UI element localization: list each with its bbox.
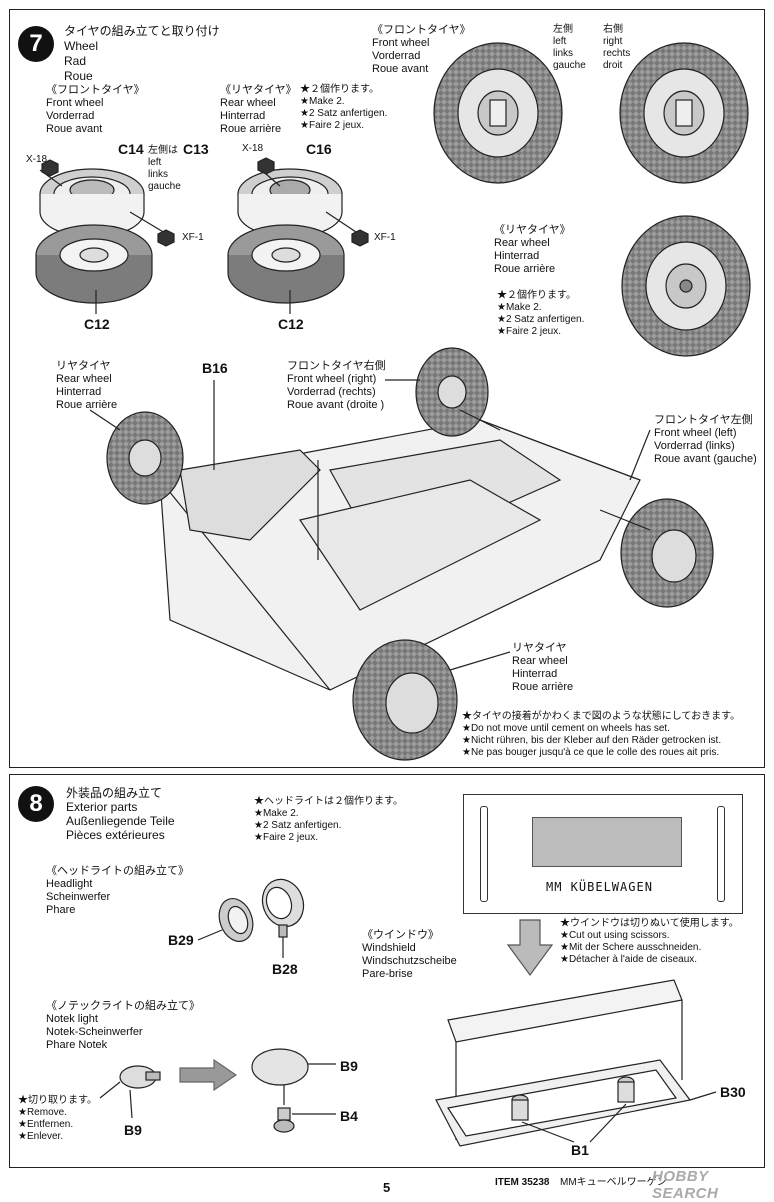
rear-wheel-mounted-caption: 《リヤタイヤ》 Rear wheel Hinterrad Roue arrièr… — [494, 224, 571, 275]
step-8-panel — [9, 774, 765, 1168]
front-wheel-assembly-caption: 《フロントタイヤ》 Front wheel Vorderrad Roue ava… — [46, 84, 145, 135]
part-b9-label-b: B9 — [340, 1058, 358, 1074]
part-b16-label: B16 — [202, 360, 228, 376]
part-b9-label-a: B9 — [124, 1122, 142, 1138]
left-side-note: 左側は — [148, 145, 178, 156]
part-b28-label: B28 — [272, 961, 298, 977]
front-wheel-left-callout: フロントタイヤ左側 Front wheel (left) Vorderrad (… — [654, 414, 757, 465]
headlight-make-two-note: ★ヘッドライトは２個作ります。 ★Make 2. ★2 Satz anferti… — [254, 796, 403, 843]
step-8-title: 外装品の組み立て Exterior parts Außenliegende Te… — [66, 786, 175, 842]
x18-label-b: X-18 — [242, 143, 264, 154]
remove-note: ★切り取ります。 ★Remove. ★Entfernen. ★Enlever. — [18, 1095, 97, 1142]
part-c12-label-b: C12 — [278, 316, 304, 332]
right-side-wheel-note: 右側 right rechts droit — [603, 24, 631, 71]
part-b4-label: B4 — [340, 1108, 358, 1124]
xf1-label-b: XF-1 — [374, 232, 396, 243]
front-wheel-mounted-caption: 《フロントタイヤ》 Front wheel Vorderrad Roue ava… — [372, 24, 471, 75]
cement-caution-note: ★タイヤの接着がかわくまで図のような状態にしておきます。 ★Do not mov… — [462, 711, 741, 758]
windshield-caption: 《ウインドウ》 Windshield Windschutzscheibe Par… — [362, 929, 457, 980]
step-7-panel — [9, 9, 765, 768]
step-8-number: 8 — [18, 786, 54, 822]
decal-left-slot — [480, 806, 488, 902]
cut-out-note: ★ウインドウは切りぬいて使用します。 ★Cut out using scisso… — [560, 918, 739, 965]
xf1-label-a: XF-1 — [182, 232, 204, 243]
headlight-caption: 《ヘッドライトの組み立て》 Headlight Scheinwerfer Pha… — [46, 865, 189, 916]
part-c16-label: C16 — [306, 141, 332, 157]
left-side-lines: left links gauche — [148, 157, 181, 192]
step-7-number: 7 — [18, 26, 54, 62]
part-b1-label: B1 — [571, 1142, 589, 1158]
rear-make-two-note: ★２個作ります。 ★Make 2. ★2 Satz anfertigen. ★F… — [300, 84, 388, 131]
part-b30-label: B30 — [720, 1084, 746, 1100]
decal-plate-text: MM KÜBELWAGEN — [546, 880, 653, 894]
rear-wheel-assembly-caption: 《リヤタイヤ》 Rear wheel Hinterrad Roue arrièr… — [220, 84, 297, 135]
windshield-decal-cutout — [532, 817, 682, 867]
hobby-search-watermark: HOBBY SEARCH — [652, 1168, 719, 1202]
left-side-wheel-note: 左側 left links gauche — [553, 24, 586, 71]
rear-mounted-make-two-note: ★２個作ります。 ★Make 2. ★2 Satz anfertigen. ★F… — [497, 290, 585, 337]
part-c13-label: C13 — [183, 141, 209, 157]
page-number: 5 — [383, 1180, 391, 1195]
step-7-title: タイヤの組み立てと取り付け Wheel Rad Roue — [64, 24, 220, 83]
front-wheel-right-callout: フロントタイヤ右側 Front wheel (right) Vorderrad … — [287, 360, 386, 411]
part-c14-label: C14 — [118, 141, 144, 157]
notek-light-caption: 《ノテックライトの組み立て》 Notek light Notek-Scheinw… — [46, 1000, 200, 1051]
decal-right-slot — [717, 806, 725, 902]
x18-label-a: X-18 — [26, 154, 48, 165]
part-c12-label-a: C12 — [84, 316, 110, 332]
item-name: MMキューベルワーゲン — [560, 1177, 667, 1188]
rear-wheel-callout-right: リヤタイヤ Rear wheel Hinterrad Roue arrière — [512, 642, 574, 693]
item-number: ITEM 35238 — [495, 1177, 550, 1188]
rear-wheel-callout-left: リヤタイヤ Rear wheel Hinterrad Roue arrière — [56, 360, 118, 411]
part-b29-label: B29 — [168, 932, 194, 948]
